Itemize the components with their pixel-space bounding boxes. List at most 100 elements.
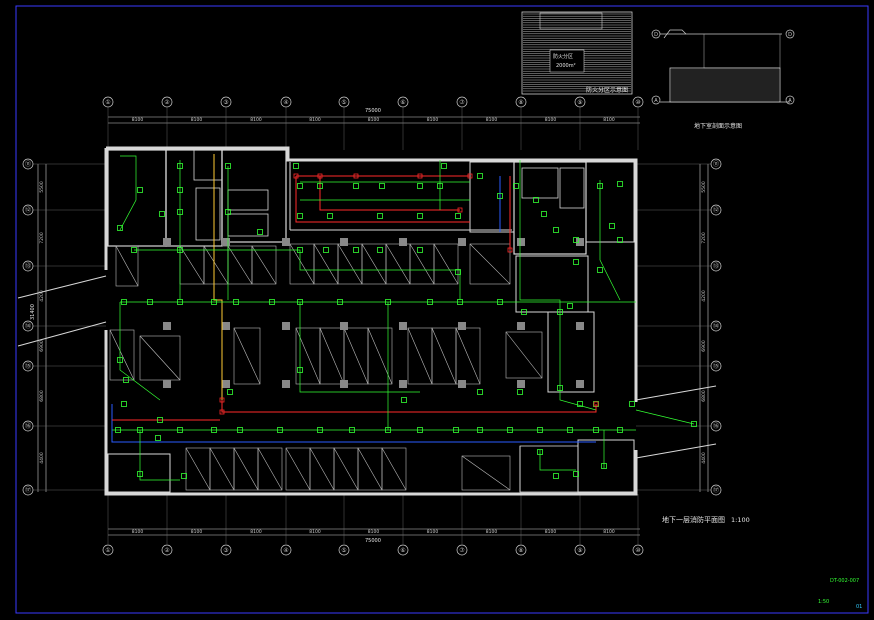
parking-diagonal <box>309 447 335 491</box>
detector-icon <box>379 183 385 189</box>
grid-bubble-right-text: ⑯ <box>713 422 719 430</box>
column <box>163 380 171 388</box>
parking-bay <box>109 329 135 381</box>
grid-bubble-left-text: ⑭ <box>25 322 31 330</box>
bay-dimension-bottom: 8100 <box>132 529 144 535</box>
parking-diagonal <box>431 327 457 385</box>
bay-dimension-bottom: 8100 <box>486 529 498 535</box>
parking-diagonal <box>407 327 433 385</box>
grid-bubble-top <box>574 96 586 108</box>
grid-bubble-left-text: ⑪ <box>25 160 31 168</box>
detector-icon <box>601 463 607 469</box>
grid-bubble-right-text: ⑫ <box>713 206 719 214</box>
detector-icon <box>617 427 623 433</box>
drawing-number: DT-002-007 <box>830 578 860 584</box>
section-grid-bubble <box>785 95 795 105</box>
parking-diagonal <box>333 447 359 491</box>
detector-icon <box>593 401 599 407</box>
grid-bubble-top-text: ⑤ <box>341 99 346 106</box>
row-dimension-right: 5500 <box>701 181 707 193</box>
parking-diagonal <box>357 447 383 491</box>
grid-bubble-left-text: ⑮ <box>25 362 31 370</box>
detector-icon <box>417 213 423 219</box>
row-dimension-right: 4400 <box>701 452 707 464</box>
detector-icon <box>297 299 303 305</box>
grid-bubble-bottom <box>515 544 527 556</box>
detector-icon <box>225 163 231 169</box>
detector-icon <box>117 225 123 231</box>
grid-bubble-right-text: ⑬ <box>713 262 719 270</box>
detector-icon <box>257 229 263 235</box>
grid-bubble-right-text: ⑰ <box>713 486 719 494</box>
parking-bays <box>109 243 543 491</box>
total-dimension-top: 75000 <box>365 108 381 114</box>
grid-bubble-right <box>710 484 722 496</box>
detector-icon <box>137 187 143 193</box>
detector-icon <box>455 213 461 219</box>
grid-bubble-bottom <box>574 544 586 556</box>
detector-icon <box>541 211 547 217</box>
grid-bubble-left-text: ⑰ <box>25 486 31 494</box>
detector-icon <box>557 385 563 391</box>
detector-icon <box>115 427 121 433</box>
parking-diagonal <box>505 331 543 379</box>
detector-icon <box>337 299 343 305</box>
grid-bubble-bottom <box>161 544 173 556</box>
detector-icon <box>121 401 127 407</box>
row-dimension-left: 7200 <box>39 232 45 244</box>
detector-icon <box>401 397 407 403</box>
grid-bubble-top-text: ② <box>164 99 170 106</box>
svg-text:A: A <box>788 98 792 104</box>
bay-dimension-bottom: 8100 <box>368 529 380 535</box>
corner-mark: 01 <box>856 604 863 610</box>
detector-icon <box>441 163 447 169</box>
detector-icon <box>477 389 483 395</box>
grid-bubble-right <box>710 260 722 272</box>
detector-icon <box>177 209 183 215</box>
parking-bay <box>505 331 543 379</box>
grid-bubble-left <box>22 204 34 216</box>
parking-diagonal <box>203 245 229 285</box>
parking-bay <box>367 327 393 385</box>
detector-icon <box>181 473 187 479</box>
grid-bubble-top <box>338 96 350 108</box>
column <box>399 380 407 388</box>
drawing-title: 地下一层消防平面图 <box>662 516 725 524</box>
detector-icon <box>507 427 513 433</box>
detector-icon <box>131 247 137 253</box>
column <box>458 322 466 330</box>
section-grid-bubble <box>785 29 795 39</box>
section-grid-bubble <box>651 29 661 39</box>
column <box>458 238 466 246</box>
detector-icon <box>157 417 163 423</box>
alarm-button-icon <box>467 173 473 179</box>
detector-icon <box>617 181 623 187</box>
bay-dimension-bottom: 8100 <box>191 529 203 535</box>
total-dimension-left: 31400 <box>30 304 36 320</box>
parking-diagonal <box>433 243 459 285</box>
detector-icon <box>233 299 239 305</box>
detector-icon <box>237 427 243 433</box>
detector-icon <box>269 299 275 305</box>
bay-dimension-top: 8100 <box>427 117 439 123</box>
grid-bubble-right <box>710 204 722 216</box>
grid-bubble-bottom <box>338 544 350 556</box>
detector-icon <box>155 435 161 441</box>
detector-icon <box>691 421 697 427</box>
parking-diagonal <box>209 447 235 491</box>
detector-icon <box>297 247 303 253</box>
detector-icon <box>317 427 323 433</box>
parking-diagonal <box>115 245 139 287</box>
detector-icon <box>177 187 183 193</box>
detector-icon <box>557 309 563 315</box>
grid-bubble-top <box>632 96 644 108</box>
detector-icon <box>137 427 143 433</box>
parking-diagonal <box>233 447 259 491</box>
column <box>163 322 171 330</box>
row-dimension-left: 4200 <box>39 290 45 302</box>
parking-diagonal <box>455 327 481 385</box>
detector-icon <box>437 183 443 189</box>
